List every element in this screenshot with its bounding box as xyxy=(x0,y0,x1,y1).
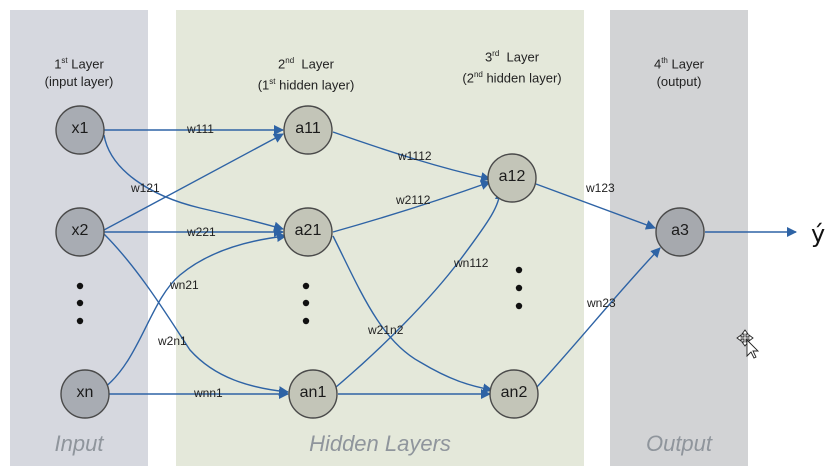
edge-x2-an1 xyxy=(103,233,289,397)
node-a21 xyxy=(283,207,333,257)
edge-x1-a21 xyxy=(103,134,284,232)
node-label-a11: a11 xyxy=(295,120,321,137)
weight-label-w21n2: w21n2 xyxy=(368,323,404,337)
weight-label-w2112: w2112 xyxy=(396,193,431,207)
ellipsis-dot xyxy=(302,317,310,325)
weight-label-w111: w111 xyxy=(187,122,214,136)
node-label-a3: a3 xyxy=(671,222,689,239)
weight-label-w221: w221 xyxy=(187,225,216,239)
weight-label-wn21: wn21 xyxy=(170,278,199,292)
node-an1 xyxy=(288,369,338,419)
edge-x2-a11 xyxy=(103,133,284,231)
node-label-xn: xn xyxy=(76,384,94,401)
ellipsis-dot xyxy=(76,317,84,325)
band-label-hidden: Hidden Layers xyxy=(309,431,451,456)
node-an2 xyxy=(489,369,539,419)
node-x1 xyxy=(55,105,105,155)
weight-label-wn112: wn112 xyxy=(454,256,489,270)
weight-label-w123: w123 xyxy=(586,181,615,195)
band-label-output: Output xyxy=(645,431,713,456)
band-label-input: Input xyxy=(54,431,104,456)
weight-label-wn23: wn23 xyxy=(587,296,616,310)
node-label-x2: x2 xyxy=(71,222,89,239)
move-cursor-icon xyxy=(736,329,760,359)
node-label-a21: a21 xyxy=(294,222,322,239)
ellipsis-dot xyxy=(515,284,523,292)
layer-title-2: 2nd Layer (1st hidden layer) xyxy=(257,56,355,93)
edge-a21-a12 xyxy=(332,180,491,233)
node-label-a12: a12 xyxy=(498,168,526,185)
edge-an2-a3 xyxy=(535,247,661,389)
node-a12 xyxy=(487,153,537,203)
ellipsis-dot xyxy=(302,299,310,307)
edge-a11-a12 xyxy=(332,131,491,182)
output-y-hat: ý xyxy=(811,220,826,248)
node-xn xyxy=(60,369,110,419)
ellipsis-dots xyxy=(76,266,523,325)
weight-label-w2n1: w2n1 xyxy=(158,334,187,348)
edge-a21-an2 xyxy=(332,235,493,394)
layer-title-3: 3rd Layer (2nd hidden layer) xyxy=(462,49,562,86)
edges xyxy=(103,125,797,399)
ellipsis-dot xyxy=(76,299,84,307)
node-x2 xyxy=(55,207,105,257)
nodes xyxy=(55,105,705,419)
node-label-x1: x1 xyxy=(71,120,89,137)
weight-label-w121: w121 xyxy=(131,181,160,195)
edge-xn-a21 xyxy=(103,232,287,389)
edge-a12-a3 xyxy=(535,183,656,230)
ellipsis-dot xyxy=(302,282,310,290)
layer-title-1: 1st Layer (input layer) xyxy=(44,56,114,90)
ellipsis-dot xyxy=(515,302,523,310)
weight-label-wnn1: wnn1 xyxy=(194,386,223,400)
ellipsis-dot xyxy=(76,282,84,290)
edge-an1-a12 xyxy=(335,189,505,388)
layer-title-4: 4th Layer (output) xyxy=(653,56,705,90)
node-a3 xyxy=(655,207,705,257)
ellipsis-dot xyxy=(515,266,523,274)
node-label-an2: an2 xyxy=(500,384,528,401)
weight-label-w1112: w1112 xyxy=(398,149,432,163)
node-a11 xyxy=(283,105,333,155)
node-label-an1: an1 xyxy=(299,384,327,401)
